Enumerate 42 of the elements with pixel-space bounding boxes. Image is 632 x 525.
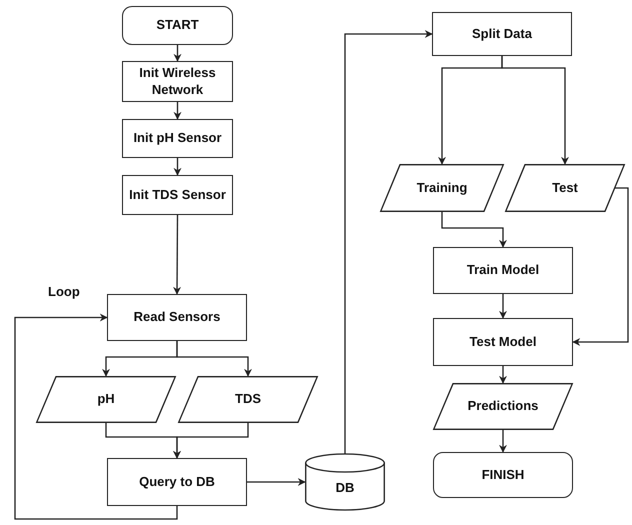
process-box — [107, 458, 247, 506]
process-box — [433, 247, 573, 294]
arrow — [499, 294, 507, 319]
node-label: START — [156, 17, 199, 34]
node-label: Split Data — [472, 26, 532, 42]
process-box — [107, 294, 247, 341]
terminal-box — [433, 452, 573, 498]
arrow — [176, 341, 252, 377]
arrow — [441, 212, 507, 248]
node-label: Init pH Sensor — [133, 130, 222, 147]
node-label: TDS — [235, 391, 261, 408]
process-box — [433, 318, 573, 366]
process-box — [122, 61, 233, 102]
node-label: Train Model — [466, 262, 540, 279]
arrow — [572, 187, 629, 346]
process-box — [122, 175, 233, 215]
node-label: Test Model — [470, 334, 536, 350]
arrow — [499, 366, 507, 384]
node-label: FINISH — [482, 466, 524, 484]
arrow — [173, 215, 182, 295]
arrow — [247, 478, 306, 486]
node-label: pH — [97, 391, 115, 408]
arrow — [14, 314, 178, 520]
node-label: Init Wireless Network — [138, 65, 217, 98]
arrow — [173, 423, 249, 459]
node-label: Predictions — [468, 398, 538, 415]
arrow — [174, 45, 182, 62]
node-label: Test — [552, 180, 578, 196]
node-label: Query to DB — [139, 474, 215, 490]
arrow — [174, 158, 182, 176]
node-label: DB — [336, 478, 354, 496]
node-label: Init TDS Sensor — [129, 186, 226, 204]
terminal-box — [122, 6, 233, 45]
node-label: Training — [416, 180, 468, 196]
edge-label: Loop — [46, 284, 82, 299]
process-box — [432, 12, 572, 56]
arrow — [499, 430, 507, 453]
arrow — [344, 30, 433, 454]
node-label: Read Sensors — [134, 309, 220, 326]
process-box — [122, 119, 233, 158]
arrow — [501, 56, 569, 165]
arrow — [174, 102, 182, 120]
